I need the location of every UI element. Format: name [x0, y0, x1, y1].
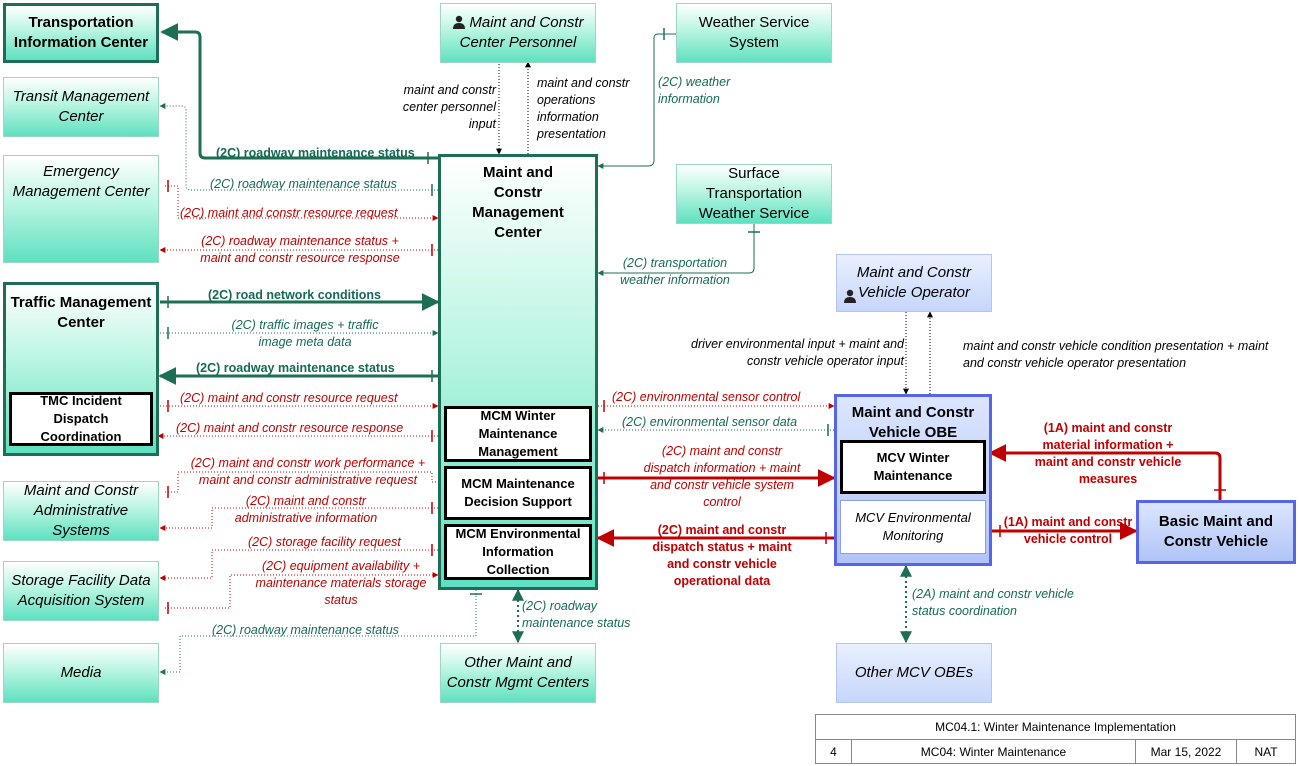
flow-admin-req-line	[165, 471, 438, 493]
flow-emc-req-line	[165, 185, 439, 221]
person-icon	[844, 289, 856, 303]
node-label: Storage Facility Data Acquisition System	[11, 572, 151, 609]
flow-weather-line	[597, 33, 676, 169]
flow-label-media: (2C) roadway maintenance status	[212, 623, 399, 637]
node-label: Maint and Constr Management Center	[472, 164, 564, 241]
node-label: MCM Maintenance Decision Support	[461, 476, 575, 509]
flow-media-line	[159, 590, 477, 675]
flow-label-transit: (2C) roadway maintenance status	[210, 177, 397, 191]
node-emergency-management-center[interactable]: Emergency Management Center	[3, 155, 159, 263]
flow-label-other-mgmt: (2C) roadway maintenance status	[522, 599, 631, 630]
node-vehicle-operator[interactable]: Maint and Constr Vehicle Operator	[836, 254, 992, 312]
flow-label-basic-ctrl: (1A) maint and constr vehicle control	[1003, 515, 1133, 546]
node-other-mcv-obes[interactable]: Other MCV OBEs	[836, 643, 992, 703]
flow-label-tmc-resp: (2C) maint and constr resource response	[176, 421, 404, 435]
flow-label-dispatch: (2C) maint and constr dispatch informati…	[643, 444, 801, 509]
flow-tic-line	[160, 23, 438, 160]
title-block-arch: NAT	[1236, 739, 1296, 764]
node-label: Traffic Management Center	[10, 294, 152, 331]
node-label: Maint and Constr Vehicle Operator	[841, 263, 987, 303]
flow-label-tmc-net: (2C) road network conditions	[208, 288, 381, 302]
node-media[interactable]: Media	[3, 643, 159, 703]
flow-label-tmc-img: (2C) traffic images + traffic image meta…	[231, 318, 379, 349]
node-label: MCV Environmental Monitoring	[855, 510, 971, 543]
flow-label-emc-resp: (2C) roadway maintenance status + maint …	[200, 234, 400, 265]
node-transportation-information-center[interactable]: Transportation Information Center	[3, 3, 159, 63]
flow-label-admin-info: (2C) maint and constr administrative inf…	[234, 494, 378, 525]
node-surface-weather[interactable]: Surface Transportation Weather Service	[676, 164, 832, 224]
node-label: Surface Transportation Weather Service	[698, 165, 810, 222]
flow-label-stor-eq: (2C) equipment availability + maintenanc…	[255, 559, 427, 607]
flow-label-weather: (2C) weather information	[658, 75, 731, 106]
node-label-text: Maint and Constr Vehicle Operator	[856, 264, 972, 301]
node-tmc-incident-dispatch[interactable]: TMC Incident Dispatch Coordination	[9, 392, 153, 446]
flow-label-surface: (2C) transportation weather information	[620, 256, 730, 287]
flow-stor-req-line	[159, 549, 438, 581]
flow-label-other-obe: (2A) maint and constr vehicle status coo…	[912, 587, 1074, 618]
title-block-date: Mar 15, 2022	[1135, 739, 1237, 764]
node-label: MCM Environmental Information Collection	[455, 526, 581, 577]
node-storage-facility[interactable]: Storage Facility Data Acquisition System	[3, 561, 159, 621]
flow-label-env-data: (2C) environmental sensor data	[622, 415, 798, 429]
person-icon	[453, 15, 466, 29]
title-block-title: MC04.1: Winter Maintenance Implementatio…	[815, 714, 1296, 740]
flow-surface-line	[597, 224, 755, 276]
node-mcv-environmental-monitoring[interactable]: MCV Environmental Monitoring	[840, 500, 986, 554]
node-label: Weather Service System	[698, 14, 810, 51]
node-label: Maint and Constr Vehicle OBE	[851, 404, 975, 441]
title-block-package-text: MC04: Winter Maintenance	[920, 744, 1067, 759]
node-label: MCV Winter Maintenance	[873, 450, 953, 483]
flow-label-op-out: maint and constr vehicle condition prese…	[963, 339, 1269, 370]
node-label: Emergency Management Center	[12, 163, 150, 200]
flow-label-stor-req: (2C) storage facility request	[248, 535, 401, 549]
title-block-date-text: Mar 15, 2022	[1150, 744, 1222, 759]
title-block-package: MC04: Winter Maintenance	[851, 739, 1136, 764]
flow-transit-line	[159, 103, 438, 191]
node-basic-maint-vehicle[interactable]: Basic Maint and Constr Vehicle	[1136, 500, 1296, 564]
node-label: Basic Maint and Constr Vehicle	[1158, 513, 1274, 550]
title-block-arch-text: NAT	[1254, 744, 1278, 759]
title-block-title-text: MC04.1: Winter Maintenance Implementatio…	[935, 720, 1176, 734]
node-label: Transit Management Center	[12, 88, 150, 125]
node-label: TMC Incident Dispatch Coordination	[40, 393, 122, 444]
flow-label-emc-req: (2C) maint and constr resource request	[180, 206, 398, 220]
title-block-page: 4	[815, 739, 852, 764]
flow-label-tmc-status: (2C) roadway maintenance status	[196, 361, 395, 375]
node-transit-management-center[interactable]: Transit Management Center	[3, 77, 159, 137]
node-mcv-winter-maintenance[interactable]: MCV Winter Maintenance	[840, 440, 986, 494]
node-label: Other Maint and Constr Mgmt Centers	[446, 654, 590, 691]
node-weather-service[interactable]: Weather Service System	[676, 3, 832, 63]
node-label: Maint and Constr Administrative Systems	[23, 482, 139, 539]
title-block-page-text: 4	[830, 744, 837, 759]
flow-basic-mat-line	[988, 444, 1222, 500]
flow-label-op-in: driver environmental input + maint and c…	[691, 337, 904, 368]
flow-label-admin-req: (2C) maint and constr work performance +…	[190, 456, 426, 487]
flow-label-tmc-req: (2C) maint and constr resource request	[180, 391, 398, 405]
node-label: Media	[60, 664, 102, 681]
flow-label-disp-status: (2C) maint and constr dispatch status + …	[652, 523, 792, 588]
flow-label-pers-in: maint and constr center personnel input	[402, 83, 496, 131]
node-maint-admin-systems[interactable]: Maint and Constr Administrative Systems	[3, 481, 159, 541]
node-label: Maint and Constr Center Personnel	[445, 13, 591, 53]
node-mcm-env-info[interactable]: MCM Environmental Information Collection	[444, 524, 592, 580]
node-label: MCM Winter Maintenance Management	[478, 408, 558, 459]
node-other-maint-mgmt-centers[interactable]: Other Maint and Constr Mgmt Centers	[440, 643, 596, 703]
node-label: Other MCV OBEs	[854, 664, 974, 681]
flow-label-env-ctrl: (2C) environmental sensor control	[612, 390, 801, 404]
flow-label-pers-out: maint and constr operations information …	[537, 76, 630, 141]
node-label: Transportation Information Center	[13, 14, 149, 51]
node-center-personnel[interactable]: Maint and Constr Center Personnel	[440, 3, 596, 63]
node-label-text: Maint and Constr Center Personnel	[459, 14, 584, 51]
node-mcm-winter-maintenance[interactable]: MCM Winter Maintenance Management	[444, 406, 592, 462]
flow-label-tic: (2C) roadway maintenance status	[216, 146, 415, 160]
node-mcm-decision-support[interactable]: MCM Maintenance Decision Support	[444, 466, 592, 520]
flow-stor-eq-line	[165, 572, 439, 609]
flow-label-basic-mat: (1A) maint and constr material informati…	[1034, 421, 1182, 486]
